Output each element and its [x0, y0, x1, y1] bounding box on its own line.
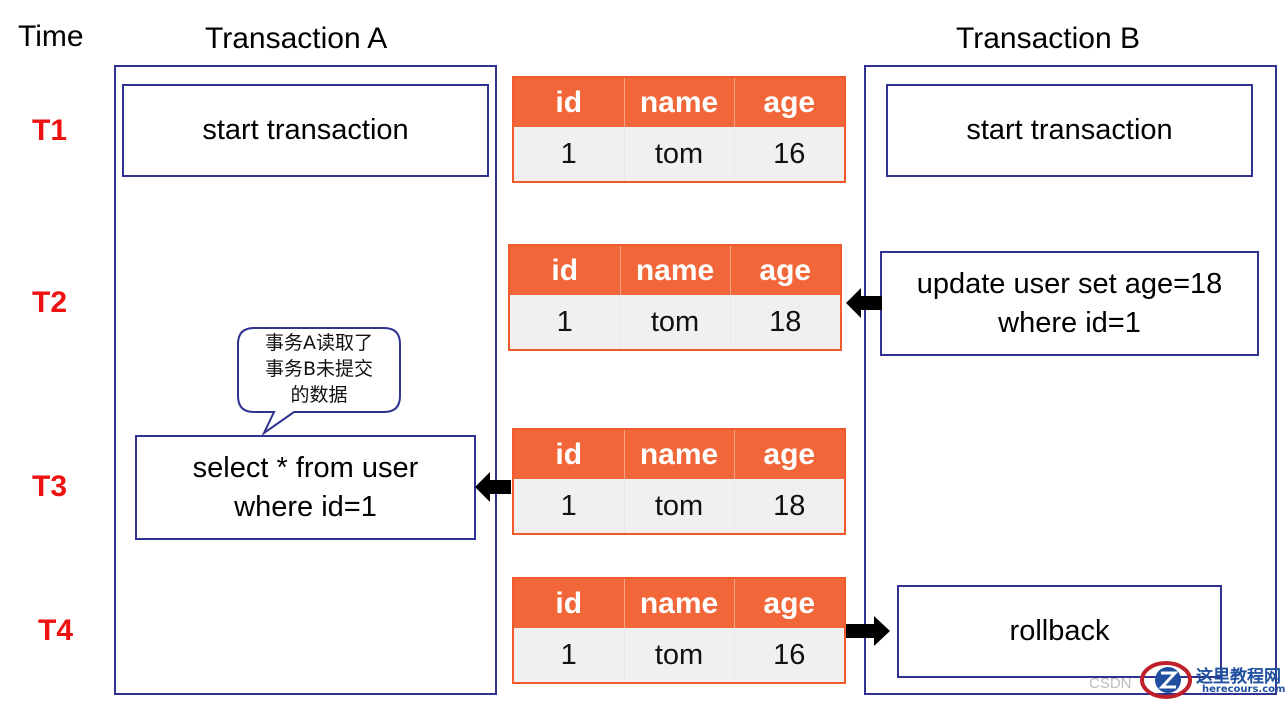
- cell-id: 1: [510, 295, 621, 349]
- column-header-id: id: [514, 430, 625, 480]
- cell-name: tom: [624, 628, 735, 682]
- note-line-3: 的数据: [290, 384, 348, 406]
- transaction-a-select-box: select * from user where id=1: [135, 435, 476, 540]
- site-name-watermark: 这里教程网: [1196, 667, 1281, 687]
- speech-bubble: [237, 327, 401, 436]
- transaction-b-update-box: update user set age=18 where id=1: [880, 251, 1259, 356]
- update-line-2: where id=1: [998, 306, 1141, 339]
- arrow-left-icon: [846, 288, 882, 318]
- arrow-right-icon: [846, 616, 890, 646]
- cell-age: 18: [734, 479, 844, 533]
- transaction-b-lane: [864, 65, 1277, 695]
- site-logo-icon: [1140, 661, 1192, 699]
- column-header-id: id: [510, 246, 621, 296]
- cell-name: tom: [620, 295, 731, 349]
- update-line-1: update user set age=18: [916, 268, 1223, 301]
- column-header-id: id: [514, 78, 625, 128]
- column-header-age: age: [734, 579, 844, 629]
- transaction-a-start-box: start transaction: [122, 84, 489, 177]
- column-header-name: name: [624, 579, 735, 629]
- cell-age: 16: [734, 628, 844, 682]
- time-label-t3: T3: [32, 470, 68, 503]
- cell-id: 1: [514, 479, 625, 533]
- transaction-b-start-box: start transaction: [886, 84, 1253, 177]
- csdn-watermark: CSDN: [1089, 675, 1132, 692]
- note-line-1: 事务A读取了: [265, 332, 373, 354]
- column-header-name: name: [624, 78, 735, 128]
- column-header-age: age: [734, 78, 844, 128]
- column-header-name: name: [624, 430, 735, 480]
- transaction-b-start-text: start transaction: [966, 114, 1173, 147]
- column-header-name: name: [620, 246, 731, 296]
- arrow-left-icon: [475, 472, 511, 502]
- time-label-t4: T4: [38, 614, 74, 647]
- note-line-2: 事务B未提交: [264, 358, 374, 380]
- time-label-t1: T1: [32, 114, 68, 147]
- site-url-watermark: herecours.com: [1202, 684, 1285, 695]
- cell-name: tom: [624, 127, 735, 181]
- transaction-b-header: Transaction B: [956, 22, 1140, 55]
- select-line-2: where id=1: [234, 490, 377, 523]
- time-label-t2: T2: [32, 286, 68, 319]
- cell-id: 1: [514, 628, 625, 682]
- transaction-a-lane: [114, 65, 497, 695]
- select-line-1: select * from user: [192, 452, 419, 485]
- transaction-a-header: Transaction A: [205, 22, 388, 55]
- column-header-age: age: [734, 430, 844, 480]
- note-text: 事务A读取了 事务B未提交 的数据: [239, 330, 399, 408]
- time-header: Time: [18, 20, 84, 53]
- cell-id: 1: [514, 127, 625, 181]
- cell-name: tom: [624, 479, 735, 533]
- rollback-text: rollback: [1009, 615, 1110, 648]
- transaction-a-start-text: start transaction: [202, 114, 409, 147]
- column-header-age: age: [730, 246, 840, 296]
- column-header-id: id: [514, 579, 625, 629]
- cell-age: 18: [730, 295, 840, 349]
- cell-age: 16: [734, 127, 844, 181]
